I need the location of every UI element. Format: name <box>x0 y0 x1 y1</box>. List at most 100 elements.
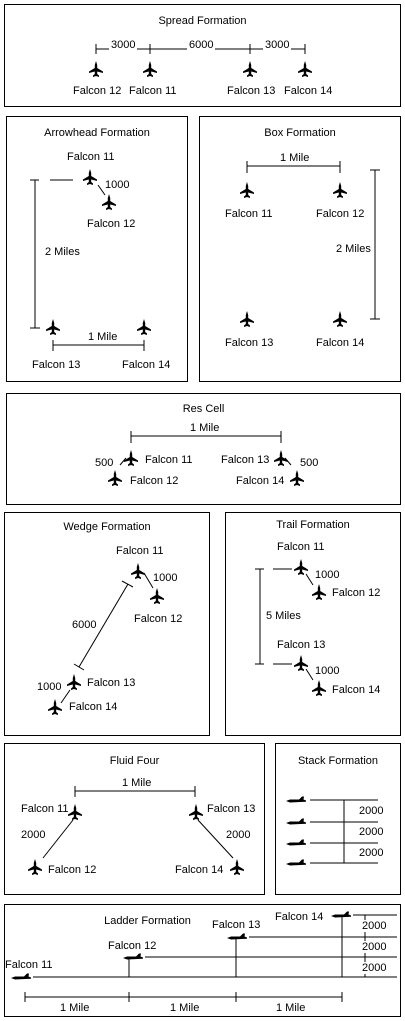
falcon-14-aircraft-icon <box>333 311 347 327</box>
arrowhead-formation-panel: Arrowhead Formation Falcon 11 1000 Falco… <box>6 116 188 382</box>
spread-formation-diagram <box>89 44 312 77</box>
arrowhead-falcon-13-label: Falcon 13 <box>32 359 81 371</box>
ladder-formation-panel: Ladder Formation Falcon 14 2000 Falcon 1… <box>4 904 401 1017</box>
spread-distance-3: 3000 <box>263 39 292 51</box>
spread-falcon-11-label: Falcon 11 <box>129 85 177 97</box>
trail-formation-diagram <box>255 559 326 696</box>
ladder-mile-3: 1 Mile <box>276 1002 306 1014</box>
spread-formation-panel: Spread Formation 3000 6000 3000 Falcon 1… <box>4 4 401 107</box>
spread-falcon-12-label: Falcon 12 <box>73 85 122 97</box>
spread-falcon-13-label: Falcon 13 <box>227 85 276 97</box>
arrowhead-falcon-12-label: Falcon 12 <box>87 218 136 230</box>
ladder-falcon-11-label: Falcon 11 <box>5 959 53 971</box>
wedge-top-distance: 1000 <box>153 572 178 584</box>
wedge-diagonal-line <box>78 583 129 668</box>
wedge-falcon-12-label: Falcon 12 <box>134 613 183 625</box>
ladder-mile-1: 1 Mile <box>60 1002 90 1014</box>
aircraft-3-side-icon <box>286 839 306 846</box>
box-vertical-distance: 2 Miles <box>335 243 372 255</box>
falcon-11-aircraft-icon <box>143 61 157 77</box>
arrowhead-wing-distance: 1000 <box>105 179 130 191</box>
arrowhead-formation-diagram <box>30 169 151 351</box>
stack-formation-diagram <box>286 796 378 866</box>
fluid-four-falcon-14-label: Falcon 14 <box>175 864 224 876</box>
wedge-formation-panel: Wedge Formation Falcon 11 1000 Falcon 12… <box>4 512 210 736</box>
falcon-14-aircraft-icon <box>230 859 244 875</box>
ladder-formation-title: Ladder Formation <box>104 915 191 927</box>
falcon-11-aircraft-icon <box>294 559 308 575</box>
res-cell-falcon-11-label: Falcon 11 <box>145 454 193 466</box>
box-formation-diagram <box>240 161 380 327</box>
falcon-13-aircraft-icon <box>67 674 81 690</box>
falcon-11-side-icon <box>11 973 31 980</box>
res-cell-falcon-13-label: Falcon 13 <box>221 454 270 466</box>
ladder-falcon-12-label: Falcon 12 <box>108 940 157 952</box>
stack-formation-title: Stack Formation <box>297 755 379 767</box>
ladder-falcon-13-label: Falcon 13 <box>212 919 261 931</box>
wedge-diagonal-distance: 6000 <box>72 619 97 631</box>
trail-bottom-distance: 1000 <box>315 665 340 677</box>
arrowhead-horizontal-distance: 1 Mile <box>86 331 120 343</box>
trail-formation-title: Trail Formation <box>276 519 350 531</box>
fluid-four-left-distance: 2000 <box>21 829 46 841</box>
falcon-12-aircraft-icon <box>312 584 326 600</box>
fluid-four-panel: Fluid Four 1 Mile Falcon 11 Falcon 13 20… <box>4 743 265 895</box>
res-cell-horizontal-distance: 1 Mile <box>190 422 220 434</box>
falcon-12-aircraft-icon <box>28 859 42 875</box>
stack-distance-3: 2000 <box>359 847 384 859</box>
res-cell-falcon-14-label: Falcon 14 <box>236 475 285 487</box>
trail-falcon-13-label: Falcon 13 <box>277 639 326 651</box>
falcon-14-aircraft-icon <box>290 470 304 486</box>
falcon-12-aircraft-icon <box>333 182 347 198</box>
spread-distance-2: 6000 <box>187 39 216 51</box>
falcon-14-side-icon <box>331 911 351 918</box>
stack-distance-1: 2000 <box>359 805 384 817</box>
fluid-four-right-distance: 2000 <box>226 829 251 841</box>
trail-falcon-12-label: Falcon 12 <box>332 587 381 599</box>
falcon-13-aircraft-icon <box>294 655 308 671</box>
res-cell-title: Res Cell <box>182 403 225 415</box>
arrowhead-vertical-distance: 2 Miles <box>45 246 80 258</box>
falcon-14-aircraft-icon <box>48 699 62 715</box>
box-falcon-12-label: Falcon 12 <box>316 208 365 220</box>
falcon-14-aircraft-icon <box>298 61 312 77</box>
res-cell-diagram <box>108 431 304 486</box>
fluid-four-diagram <box>28 786 244 875</box>
fluid-four-falcon-11-label: Falcon 11 <box>21 803 69 815</box>
fluid-four-falcon-12-label: Falcon 12 <box>48 864 97 876</box>
box-horizontal-distance: 1 Mile <box>280 152 310 164</box>
falcon-12-aircraft-icon <box>150 588 164 604</box>
ladder-mile-2: 1 Mile <box>170 1002 200 1014</box>
falcon-12-side-icon <box>123 953 143 960</box>
wedge-formation-title: Wedge Formation <box>63 521 151 533</box>
falcon-13-side-icon <box>227 933 247 940</box>
trail-formation-panel: Trail Formation Falcon 11 1000 Falcon 12… <box>225 512 401 736</box>
fluid-four-falcon-13-label: Falcon 13 <box>207 803 256 815</box>
falcon-11-aircraft-icon <box>240 182 254 198</box>
falcon-14-aircraft-icon <box>137 319 151 335</box>
res-cell-right-distance: 500 <box>300 457 319 469</box>
trail-falcon-14-label: Falcon 14 <box>332 684 381 696</box>
falcon-11-aircraft-icon <box>83 169 97 185</box>
trail-falcon-11-label: Falcon 11 <box>277 541 325 553</box>
ladder-distance-1: 2000 <box>361 920 388 932</box>
spread-distance-1: 3000 <box>109 39 138 51</box>
fluid-four-title: Fluid Four <box>109 755 160 767</box>
aircraft-2-side-icon <box>286 818 306 825</box>
falcon-11-aircraft-icon <box>131 563 145 579</box>
wedge-bottom-distance: 1000 <box>37 681 62 693</box>
arrowhead-falcon-11-label: Falcon 11 <box>67 151 115 163</box>
trail-top-distance: 1000 <box>315 569 340 581</box>
stack-distance-2: 2000 <box>359 826 384 838</box>
wedge-falcon-11-label: Falcon 11 <box>116 545 164 557</box>
falcon-14-aircraft-icon <box>312 680 326 696</box>
falcon-13-aircraft-icon <box>189 804 203 820</box>
falcon-13-aircraft-icon <box>240 311 254 327</box>
wedge-formation-diagram <box>48 563 164 715</box>
box-falcon-11-label: Falcon 11 <box>225 208 273 220</box>
falcon-12-aircraft-icon <box>108 470 122 486</box>
box-formation-panel: Box Formation 1 Mile Falcon 11 Falcon 12… <box>199 116 401 382</box>
spread-falcon-14-label: Falcon 14 <box>284 85 333 97</box>
res-cell-left-distance: 500 <box>95 457 114 469</box>
box-falcon-14-label: Falcon 14 <box>316 337 365 349</box>
